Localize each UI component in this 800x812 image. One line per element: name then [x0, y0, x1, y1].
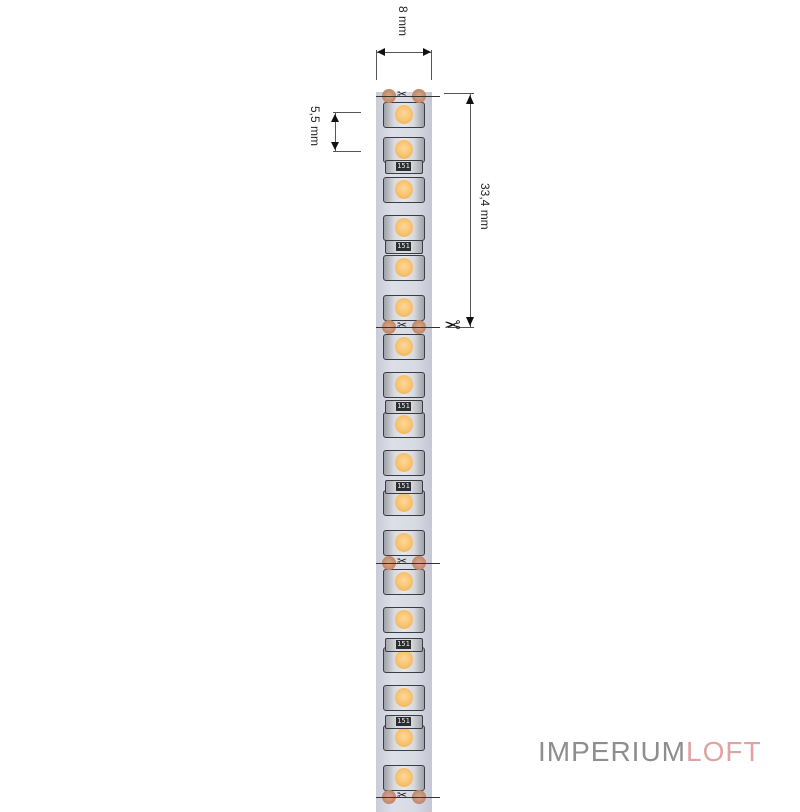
led-chip — [383, 412, 425, 438]
led-emitter — [395, 650, 413, 669]
scissors-icon: ✂ — [397, 87, 408, 101]
led-emitter — [395, 258, 413, 277]
width-extension-right — [431, 50, 432, 80]
led-chip — [383, 334, 425, 360]
led-chip — [383, 102, 425, 128]
led-chip — [383, 215, 425, 241]
scissors-icon: ✂ — [444, 315, 461, 337]
resistor: 151 — [385, 480, 423, 494]
arrow-up-icon — [466, 95, 474, 104]
resistor-code: 151 — [396, 402, 411, 411]
led-emitter — [395, 610, 413, 629]
led-emitter — [395, 728, 413, 747]
led-chip — [383, 372, 425, 398]
led-chip — [383, 490, 425, 516]
led-emitter — [395, 337, 413, 356]
cut-length-label: 33,4 mm — [478, 183, 492, 230]
width-extension-left — [376, 50, 377, 80]
resistor: 151 — [385, 240, 423, 254]
cut-line — [376, 327, 440, 328]
led-emitter — [395, 298, 413, 317]
width-label: 8 mm — [396, 6, 410, 36]
scissors-icon: ✂ — [397, 788, 408, 802]
arrow-up-icon — [331, 114, 339, 122]
led-emitter — [395, 572, 413, 591]
cut-extension-bottom — [448, 327, 474, 328]
led-chip — [383, 607, 425, 633]
led-chip — [383, 530, 425, 556]
arrow-right-icon — [423, 48, 431, 56]
resistor: 151 — [385, 715, 423, 729]
led-emitter — [395, 180, 413, 199]
resistor-code: 151 — [396, 717, 411, 726]
led-chip — [383, 177, 425, 203]
led-emitter — [395, 768, 413, 787]
led-chip — [383, 765, 425, 791]
spacing-label: 5,5 mm — [308, 106, 322, 147]
scissors-icon: ✂ — [397, 318, 408, 332]
resistor-code: 151 — [396, 162, 411, 171]
resistor: 151 — [385, 160, 423, 174]
led-emitter — [395, 533, 413, 552]
cut-point: ✂ — [376, 87, 440, 103]
led-strip: 151 151 151 151 151 151 ✂ ✂ ✂ ✂ — [376, 87, 440, 812]
arrow-left-icon — [377, 48, 385, 56]
led-emitter — [395, 218, 413, 237]
cut-point: ✂ — [376, 788, 440, 804]
cut-line — [376, 797, 440, 798]
spacing-extension-top — [333, 112, 361, 113]
brand-logo-part1: IMPERIUM — [538, 736, 686, 767]
cut-point: ✂ — [376, 554, 440, 570]
resistor-code: 151 — [396, 482, 411, 491]
arrow-down-icon — [331, 142, 339, 150]
led-emitter — [395, 415, 413, 434]
brand-logo: IMPERIUMLOFT — [538, 736, 762, 768]
led-emitter — [395, 453, 413, 472]
led-chip — [383, 569, 425, 595]
arrow-down-icon — [466, 317, 474, 326]
cut-point: ✂ — [376, 318, 440, 334]
cut-dimension-line — [470, 94, 471, 327]
cut-line — [376, 563, 440, 564]
led-emitter — [395, 493, 413, 512]
resistor-code: 151 — [396, 242, 411, 251]
resistor: 151 — [385, 400, 423, 414]
spacing-dimension-line — [335, 113, 336, 151]
led-emitter — [395, 688, 413, 707]
led-chip — [383, 295, 425, 321]
led-chip — [383, 685, 425, 711]
resistor: 151 — [385, 638, 423, 652]
led-emitter — [395, 140, 413, 159]
resistor-code: 151 — [396, 640, 411, 649]
cut-extension-top — [444, 93, 474, 94]
cut-line — [376, 96, 440, 97]
scissors-icon: ✂ — [397, 554, 408, 568]
led-chip — [383, 255, 425, 281]
brand-logo-part2: LOFT — [686, 736, 762, 767]
spacing-extension-bottom — [333, 151, 361, 152]
width-dimension-line — [377, 52, 431, 53]
led-chip — [383, 450, 425, 476]
led-emitter — [395, 105, 413, 124]
led-emitter — [395, 375, 413, 394]
